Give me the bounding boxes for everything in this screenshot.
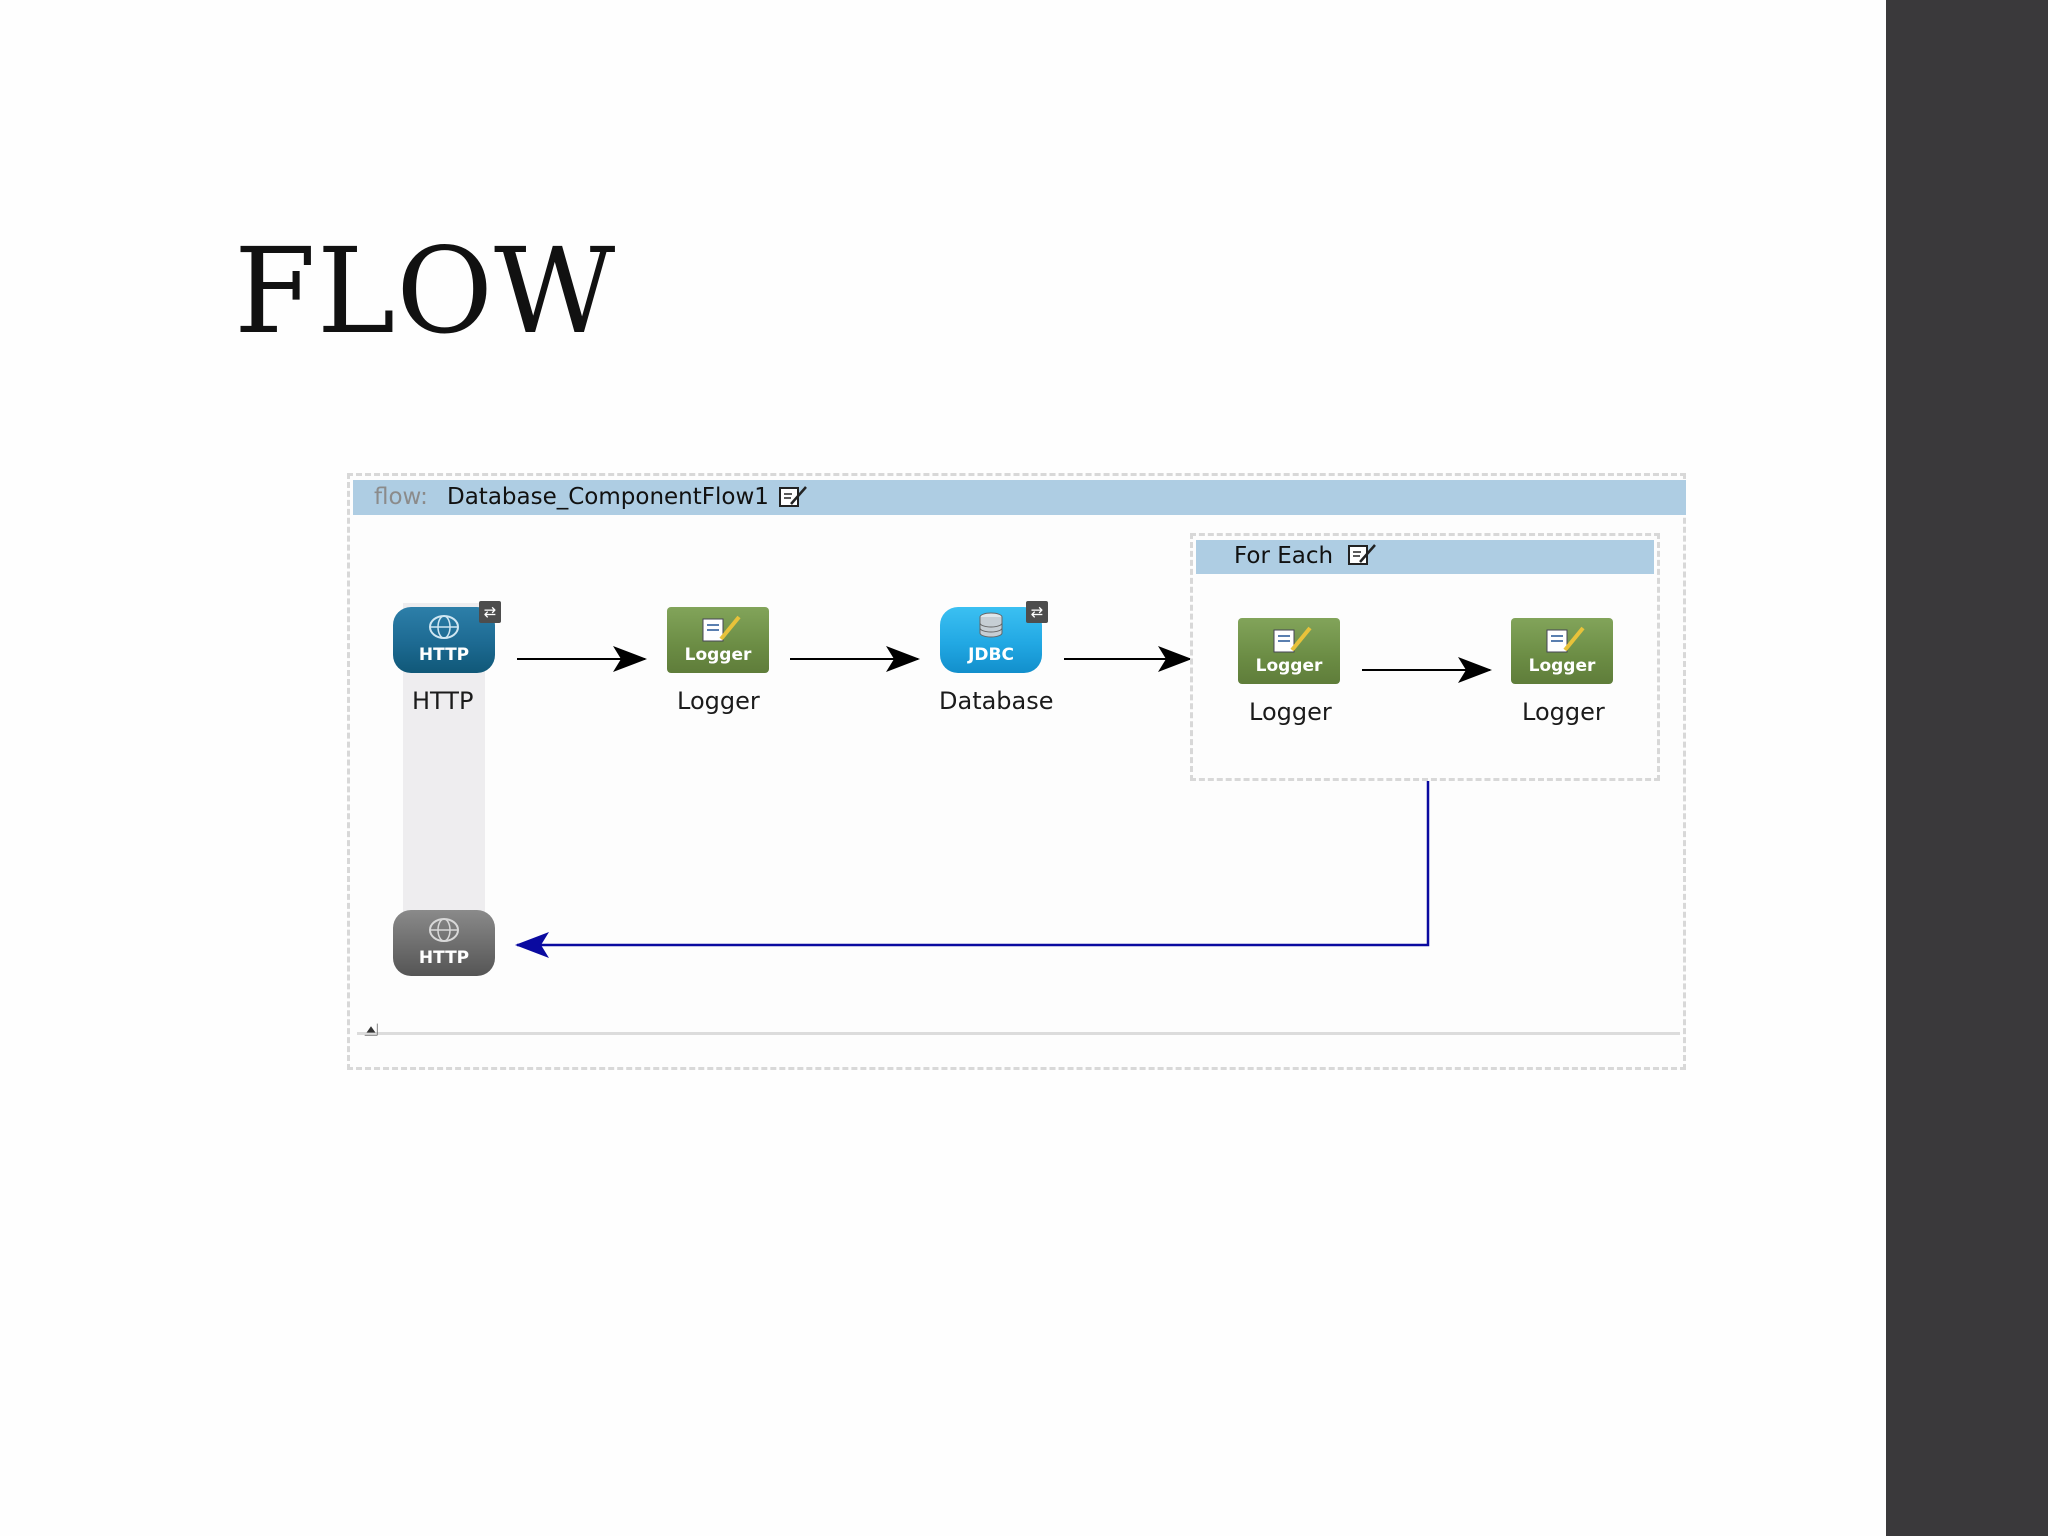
exchange-icon: ⇄ [479, 601, 501, 623]
slide-title: FLOW [234, 222, 617, 360]
http-icon-text: HTTP [418, 645, 470, 665]
edit-icon[interactable] [778, 484, 810, 510]
flow-header[interactable]: flow: Database_ComponentFlow1 [353, 480, 1686, 515]
http-response-tile[interactable]: HTTP [393, 910, 495, 976]
foreach-header[interactable]: For Each [1196, 540, 1654, 574]
logger-icon-text: Logger [1255, 656, 1323, 676]
logger-label: Logger [1522, 698, 1605, 726]
database-tile[interactable]: JDBC [940, 607, 1042, 673]
globe-icon [429, 615, 459, 639]
globe-icon [429, 918, 459, 942]
exchange-icon: ⇄ [1026, 601, 1048, 623]
flow-prefix: flow: [374, 484, 428, 510]
logger-icon-text: Logger [1528, 656, 1596, 676]
edit-icon[interactable] [1347, 542, 1379, 568]
http-response-icon-text: HTTP [418, 948, 470, 968]
return-arrow [515, 781, 1430, 958]
foreach-title: For Each [1234, 543, 1334, 569]
logger-icon [702, 615, 741, 642]
logger-tile[interactable]: Logger [1238, 618, 1340, 684]
database-icon [979, 612, 1003, 638]
logger-icon [1273, 626, 1312, 653]
http-label: HTTP [412, 687, 474, 715]
logger-icon [1546, 626, 1585, 653]
database-icon-text: JDBC [968, 645, 1014, 665]
database-label: Database [939, 687, 1054, 715]
logger-label: Logger [1249, 698, 1332, 726]
flow-name[interactable]: Database_ComponentFlow1 [447, 484, 769, 510]
foreach-scope[interactable]: For Each [1190, 533, 1660, 781]
logger-label: Logger [677, 687, 760, 715]
horizontal-scrollbar[interactable] [357, 1032, 1680, 1035]
http-tile[interactable]: HTTP [393, 607, 495, 673]
sidebar-panel [1886, 0, 2048, 1536]
collapse-icon[interactable] [362, 1020, 380, 1038]
logger-tile[interactable]: Logger [667, 607, 769, 673]
logger-tile[interactable]: Logger [1511, 618, 1613, 684]
logger-icon-text: Logger [684, 645, 752, 665]
